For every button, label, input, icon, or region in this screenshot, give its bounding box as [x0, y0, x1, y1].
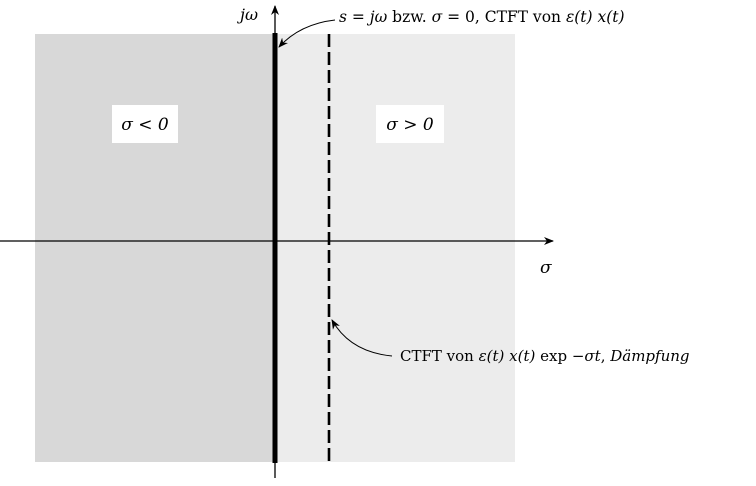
- imag-axis-leader-arrow-icon: [278, 19, 336, 48]
- dashed-line-annotation: CTFT von ε(t) x(t) exp −σt, Dämpfung: [400, 347, 690, 365]
- dashed-line-leader-arrow-icon: [331, 319, 393, 357]
- right-half-plane-region: [275, 34, 515, 462]
- sigma-axis-label: σ: [540, 258, 552, 278]
- left-region-label-box: [112, 105, 178, 143]
- left-region-label: σ < 0: [121, 115, 169, 135]
- imag-axis-annotation: s = jω bzw. σ = 0, CTFT von ε(t) x(t): [339, 8, 625, 26]
- right-region-label-box: [376, 105, 444, 143]
- left-half-plane-region: [35, 34, 275, 462]
- right-region-label: σ > 0: [386, 115, 434, 135]
- jomega-axis-label: jω: [237, 5, 258, 24]
